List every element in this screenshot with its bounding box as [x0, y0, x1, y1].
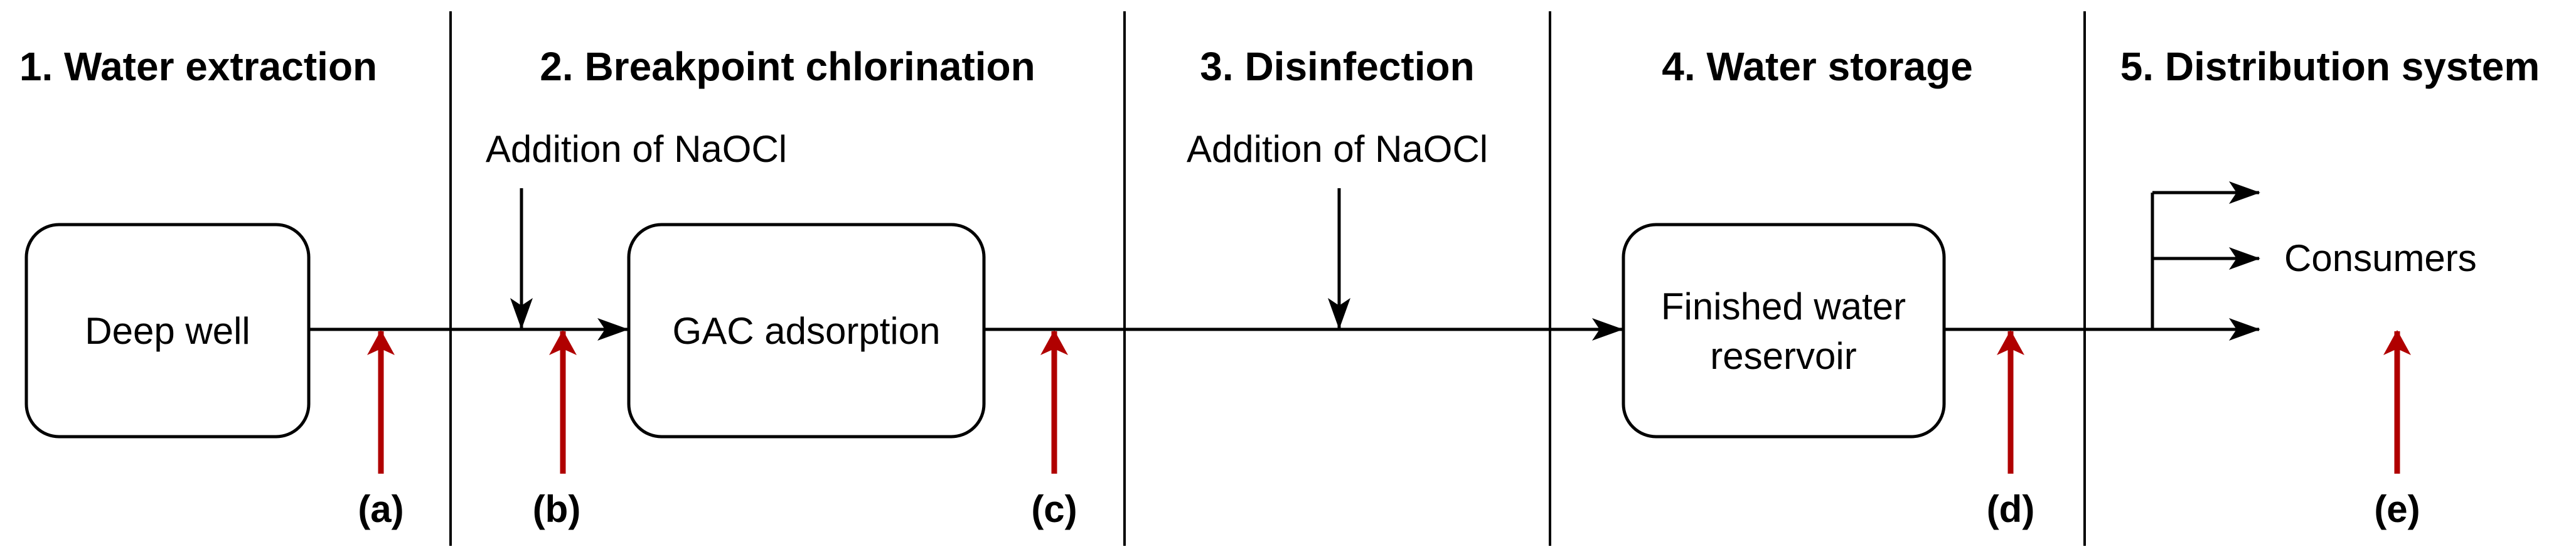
sampling-label-e: (e) — [2374, 488, 2420, 530]
consumers-label: Consumers — [2284, 237, 2477, 279]
gac-adsorption-box — [627, 223, 986, 439]
deep-well-box — [24, 223, 311, 439]
gac-adsorption-label: GAC adsorption — [673, 310, 941, 352]
stage-title-distribution-system: 5. Distribution system — [2120, 44, 2540, 89]
stage-title-water-storage: 4. Water storage — [1662, 44, 1973, 89]
stage-title-water-extraction: 1. Water extraction — [19, 44, 377, 89]
reservoir-label-line-1: Finished water — [1661, 285, 1906, 327]
naocl-addition-label-2: Addition of NaOCl — [1187, 128, 1488, 170]
sampling-label-c: (c) — [1031, 488, 1077, 530]
sampling-label-a: (a) — [358, 488, 404, 530]
stage-title-breakpoint-chlorination: 2. Breakpoint chlorination — [540, 44, 1035, 89]
sampling-label-b: (b) — [533, 488, 581, 530]
stage-title-disinfection: 3. Disinfection — [1200, 44, 1474, 89]
finished-water-reservoir-box — [1622, 223, 1946, 439]
sampling-label-d: (d) — [1987, 488, 2035, 530]
deep-well-label: Deep well — [85, 310, 250, 352]
reservoir-label-line-2: reservoir — [1710, 335, 1856, 377]
naocl-addition-label-1: Addition of NaOCl — [486, 128, 787, 170]
